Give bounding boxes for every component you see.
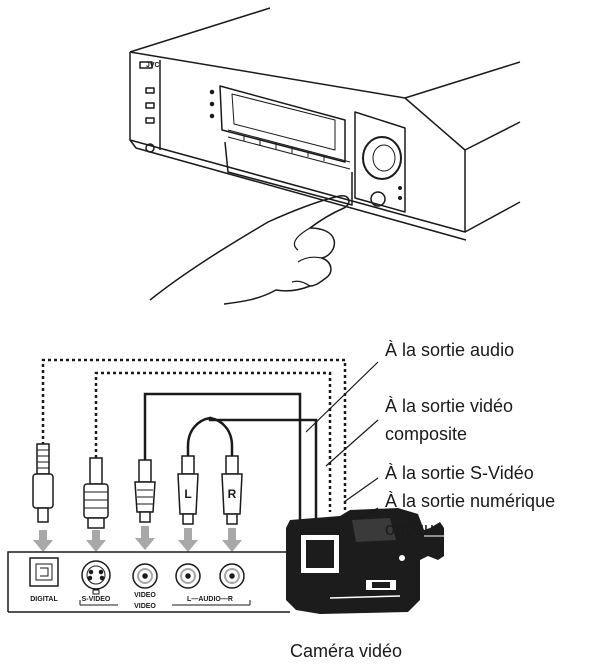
video-plug — [134, 459, 156, 523]
insertion-arrows — [33, 526, 242, 552]
audio-cable — [186, 416, 318, 520]
label-video-composite-line2: composite — [385, 424, 468, 444]
camcorder — [286, 508, 444, 614]
receiver-brand-logo: JVC — [146, 62, 160, 69]
audio-left-plug — [177, 455, 199, 525]
dashed-cables — [41, 358, 347, 512]
label-camera: Caméra vidéo — [290, 641, 403, 661]
audio-left-letter: L — [184, 487, 191, 501]
jack-label-digital: DIGITAL — [30, 596, 58, 603]
label-svideo-out: À la sortie S-Vidéo — [385, 463, 534, 483]
label-video-composite-line1: À la sortie vidéo — [385, 396, 514, 416]
optical-cable — [41, 358, 347, 512]
receiver-illustration — [129, 7, 521, 305]
svideo-cable — [94, 371, 332, 512]
jack-group-label-video: VIDEO — [134, 603, 156, 610]
video-cable — [143, 392, 302, 520]
jack-label-video: VIDEO — [134, 592, 156, 599]
rear-panel — [7, 551, 290, 613]
jack-label-svideo: S-VIDEO — [82, 596, 111, 603]
optical-plug — [32, 443, 54, 523]
audio-right-plug — [221, 455, 243, 525]
jack-label-audio: L—AUDIO—R — [187, 596, 233, 603]
label-optical-line1: À la sortie numérique — [385, 491, 556, 511]
leader-lines — [305, 361, 379, 521]
svideo-plug — [83, 457, 109, 529]
av-cables — [143, 392, 318, 520]
audio-right-letter: R — [228, 487, 237, 501]
label-optical-line2: optique — [385, 519, 445, 539]
label-audio-out: À la sortie audio — [385, 340, 515, 360]
